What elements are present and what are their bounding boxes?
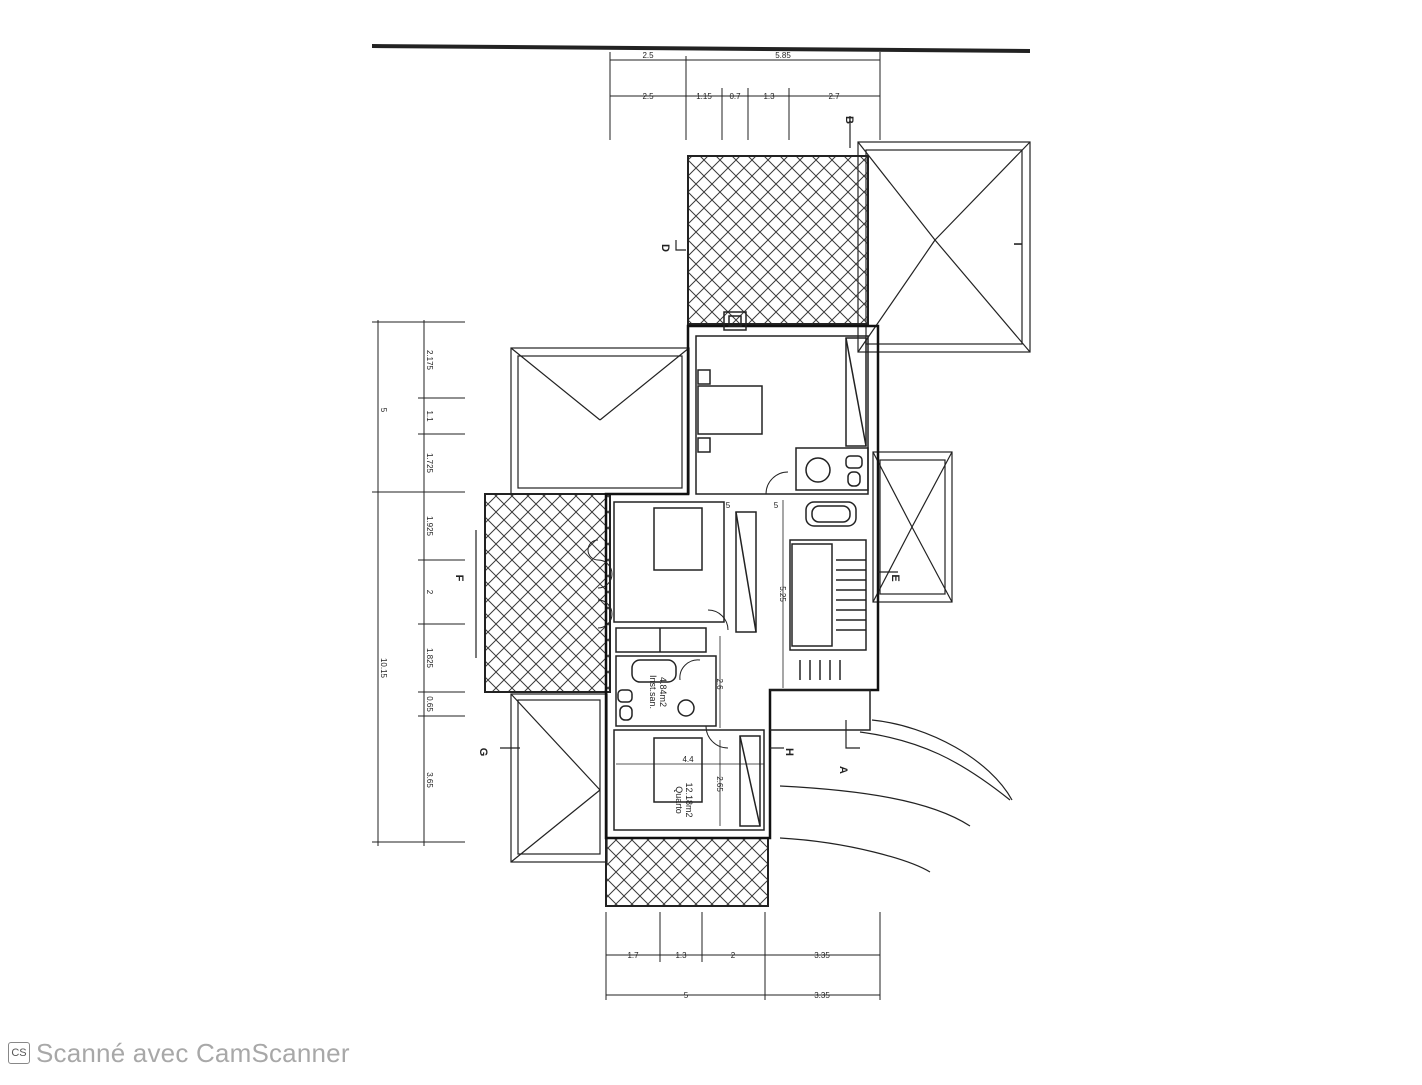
site-boundary-line <box>371 44 1031 53</box>
left-seg-dim-6: 1.825 <box>425 648 434 669</box>
top-total-dim-2: 5.85 <box>775 51 791 60</box>
room-area-inst-san: 4.84m2 <box>658 677 668 707</box>
exterior-walls <box>604 324 880 840</box>
top-seg-dim-2: 1.15 <box>696 92 712 101</box>
stair-treads <box>799 559 866 680</box>
left-seg-dim-5: 2 <box>425 590 434 595</box>
terrace-left <box>484 493 611 693</box>
section-marker-i: I <box>1011 242 1023 245</box>
left-total-dim-1: 5 <box>379 408 388 413</box>
bottom-seg-dim-2: 1.3 <box>675 951 687 960</box>
section-marker-h: H <box>783 748 795 756</box>
interior-dimension-lines <box>616 500 784 826</box>
left-seg-dim-8: 3.65 <box>425 772 434 788</box>
left-total-dim-2: 10.15 <box>379 658 388 679</box>
section-lines <box>475 116 898 749</box>
room-label-quarto: Quarto <box>674 786 684 814</box>
roof-right-top <box>857 141 1031 353</box>
top-dimension-lines <box>609 52 881 140</box>
interior-dim-quarto-depth: 2.65 <box>715 776 724 792</box>
camscanner-icon: CS <box>8 1042 30 1064</box>
interior-walls <box>613 311 871 831</box>
section-marker-d: D <box>659 244 671 252</box>
top-seg-dim-4: 1.3 <box>763 92 775 101</box>
bottom-total-dim-1: 5 <box>684 991 689 1000</box>
scanner-watermark-text: Scanné avec CamScanner <box>36 1037 350 1068</box>
left-dimension-lines <box>372 320 465 846</box>
terrace-top <box>687 155 869 325</box>
interior-dim-stair: 5.25 <box>778 586 787 602</box>
section-marker-e: E <box>889 574 901 581</box>
top-total-dim-1: 2.5 <box>642 51 654 60</box>
top-seg-dim-5: 2.7 <box>828 92 840 101</box>
interior-dim-quarto-width: 4.4 <box>682 755 694 764</box>
roof-right-small <box>872 451 953 603</box>
scanner-footer: CS Scanné avec CamScanner <box>8 1036 350 1070</box>
section-marker-g: G <box>477 748 489 757</box>
terrace-bottom <box>605 837 769 907</box>
room-area-quarto: 12.18m2 <box>684 782 694 817</box>
section-marker-f: F <box>453 575 465 582</box>
top-seg-dim-3: 0.7 <box>729 92 741 101</box>
roof-left-large <box>510 347 690 495</box>
bottom-seg-dim-3: 2 <box>731 951 736 960</box>
driveway-curves <box>779 719 1013 873</box>
left-seg-dim-3: 1.725 <box>425 453 434 474</box>
bottom-seg-dim-4: 3.35 <box>814 951 830 960</box>
roof-left-bottom <box>510 693 608 863</box>
bottom-dimension-lines <box>605 912 881 1000</box>
door-swings <box>587 471 789 749</box>
left-seg-dim-1: 2.175 <box>425 350 434 371</box>
interior-dim-door-2: 5 <box>774 501 779 510</box>
room-label-inst-san: Inst.san. <box>648 675 658 709</box>
interior-dim-door-1: 5 <box>726 501 731 510</box>
section-marker-b: B <box>843 116 855 124</box>
left-seg-dim-7: 0.65 <box>425 696 434 712</box>
top-seg-dim-1: 2.5 <box>642 92 654 101</box>
left-seg-dim-4: 1.925 <box>425 516 434 537</box>
section-marker-a: A <box>837 766 849 774</box>
bottom-total-dim-2: 3.35 <box>814 991 830 1000</box>
interior-dim-hall: 2.6 <box>715 678 724 690</box>
left-seg-dim-2: 1.1 <box>425 410 434 422</box>
bottom-seg-dim-1: 1.7 <box>627 951 639 960</box>
